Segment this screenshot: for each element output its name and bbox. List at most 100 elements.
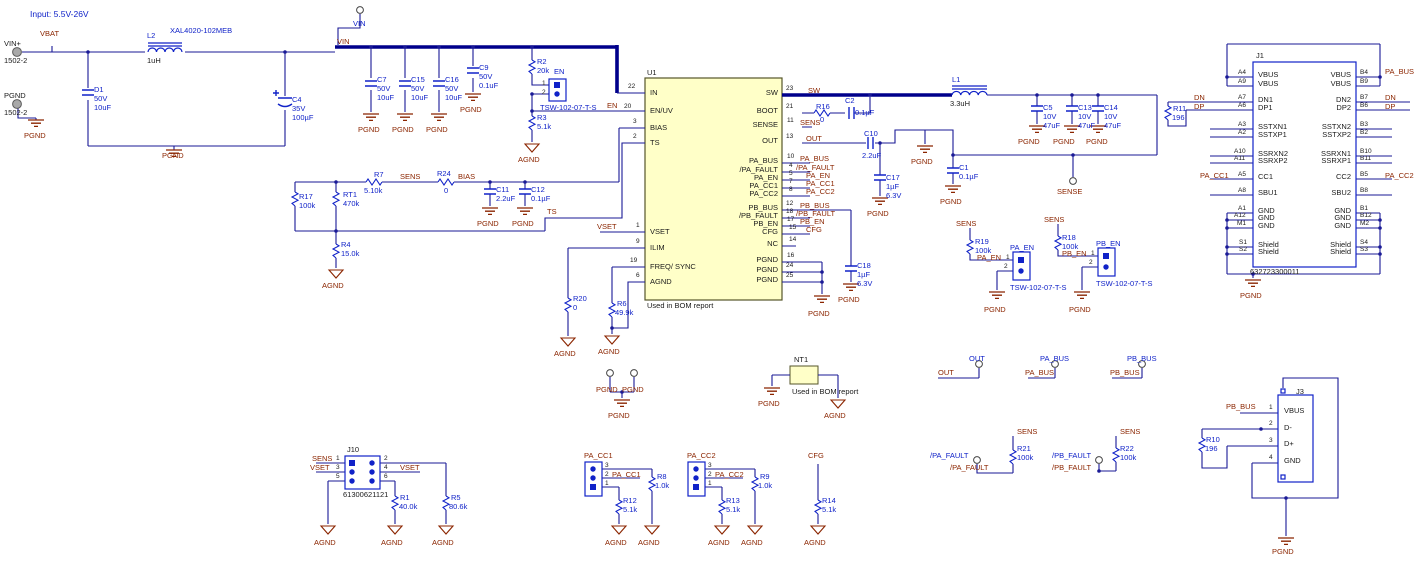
j1-name-gnd1: GND (1258, 206, 1275, 215)
j1-pin-b7: B7 (1360, 94, 1368, 101)
j1-name-dp2: DP2 (1336, 103, 1351, 112)
c4-value: 100µF (292, 113, 314, 122)
c16-value: 10uF (445, 93, 463, 102)
r21-value: 100k (1017, 453, 1034, 462)
c1-value: 0.1µF (959, 172, 979, 181)
c15-value: 10uF (411, 93, 429, 102)
pacc1-net-hdr: PA_CC1 (612, 470, 641, 479)
nt1-ref: NT1 (794, 355, 809, 364)
u1-pin5: 5 (789, 170, 793, 177)
u1-name-ts: TS (650, 138, 660, 147)
en-header-part: TSW-102-07-T-S (540, 103, 597, 112)
test-points (12, 6, 1146, 464)
u1-name-vset: VSET (650, 227, 670, 236)
j1-name-sstxp2: SSTXP2 (1322, 130, 1351, 139)
pacc2-net-u1: PA_CC2 (806, 187, 835, 196)
j3-shield-pin-top (1280, 388, 1286, 394)
j1-pin-b5: B5 (1360, 171, 1368, 178)
pafault-net-tp: /PA_FAULT (950, 463, 989, 472)
r1-value: 40.0k (399, 502, 418, 511)
ts-net: TS (547, 207, 557, 216)
nt1-bom-note: Used in BOM report (792, 387, 859, 396)
j1-pin-a10: A10 (1234, 148, 1246, 155)
r6-value: 49.9k (615, 308, 634, 317)
u1-pin4: 4 (789, 162, 793, 169)
sens-net-r18: SENS (1044, 215, 1065, 224)
r11-value: 196 (1172, 113, 1185, 122)
paen-hdr-pin2: 2 (1004, 263, 1008, 270)
j10-pin3: 3 (336, 464, 340, 471)
j1-pin-a1: A1 (1238, 205, 1246, 212)
pacc1-net-j1: PA_CC1 (1200, 171, 1229, 180)
j10-pin5: 5 (336, 473, 340, 480)
j10-pin4: 4 (384, 464, 388, 471)
j1-pin-m2: M2 (1360, 220, 1370, 227)
u1-pin16: 16 (787, 252, 795, 259)
pben-hdr-pin1: 1 (1091, 250, 1095, 257)
j1-pin-a3: A3 (1238, 121, 1246, 128)
j3-pin2: 2 (1269, 420, 1273, 427)
pgnd-tp-sym: PGND (608, 411, 630, 420)
en-net: EN (607, 101, 618, 110)
r10-ref: R10 (1206, 435, 1220, 444)
j3-gnd: PGND (1272, 547, 1294, 556)
j3-name-vbus: VBUS (1284, 406, 1305, 415)
c1-gnd: PGND (940, 197, 962, 206)
j1-pin-b12: B12 (1360, 212, 1372, 219)
u1-name-pgnd2: PGND (756, 265, 778, 274)
u1-pin14: 14 (789, 236, 797, 243)
j10-ref: J10 (347, 445, 360, 454)
j1-name-dn2: DN2 (1335, 95, 1351, 104)
r3-gnd: AGND (518, 155, 540, 164)
c1-ref: C1 (959, 163, 969, 172)
r19-ref: R19 (975, 237, 989, 246)
j1-pin-a9: A9 (1238, 78, 1246, 85)
r7-ref: R7 (374, 170, 384, 179)
r19-value: 100k (975, 246, 992, 255)
pbfault-net-u1: /PB_FAULT (796, 209, 836, 218)
c15-ref: C15 (411, 75, 425, 84)
r18-ref: R18 (1062, 233, 1076, 242)
u1-name-bias: BIAS (650, 123, 668, 132)
c13-ref: C13 (1078, 103, 1092, 112)
vin-testpoint (356, 6, 364, 14)
j1-name-sstxn2: SSTXN2 (1321, 122, 1351, 131)
j1-pin-b1: B1 (1360, 205, 1368, 212)
pabus-tp-label: PA_BUS (1040, 354, 1070, 363)
j1-name-ssrxp2: SSRXP2 (1258, 156, 1288, 165)
vin-tp-label: VIN (353, 19, 366, 28)
c11-value: 2.2uF (496, 194, 516, 203)
wires (17, 14, 1410, 536)
r6-ref: R6 (617, 299, 627, 308)
u1-pin3: 3 (633, 118, 637, 125)
j1-name-shield3: Shield (1330, 240, 1351, 249)
u1-pin13: 13 (786, 133, 794, 140)
pben-net-hdr: PB_EN (1062, 249, 1087, 258)
j1-name-vbus2: VBUS (1258, 79, 1279, 88)
c17-value: 1µF (886, 182, 900, 191)
paen-net-hdr: PA_EN (977, 253, 1002, 262)
r21-ref: R21 (1017, 444, 1031, 453)
j10-header-body (344, 455, 381, 490)
c4-volt: 35V (292, 104, 306, 113)
u1-pin21: 21 (786, 103, 794, 110)
j1-pin-a4: A4 (1238, 69, 1246, 76)
vset-net-j10b: VSET (400, 463, 420, 472)
pgnd-input: PGND (162, 151, 184, 160)
pacc2-net-hdr: PA_CC2 (715, 470, 744, 479)
pacc1-hdr-label: PA_CC1 (584, 451, 613, 460)
pb-en-jumper-body (1097, 247, 1116, 277)
vin-conn-part: 1502-2 (4, 56, 28, 65)
c12-value: 0.1µF (531, 194, 551, 203)
d1-value: 10uF (94, 103, 112, 112)
agnd-ground-icons (319, 143, 847, 535)
j1-name-vbus1: VBUS (1258, 70, 1279, 79)
u1-name-pgnd3: PGND (756, 275, 778, 284)
c10-ref: C10 (864, 129, 878, 138)
j3-name-dminus: D- (1284, 423, 1292, 432)
pgnd-conn-sym: PGND (24, 131, 46, 140)
r1-gnd: AGND (381, 538, 403, 547)
u1-pin19: 19 (630, 257, 638, 264)
pacc2-hdr-label: PA_CC2 (687, 451, 716, 460)
